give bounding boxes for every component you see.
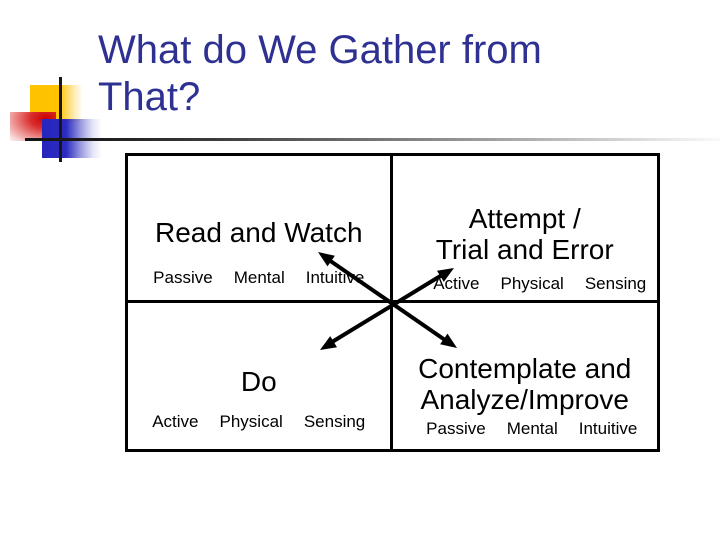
quadrant-header-line: Read and Watch bbox=[154, 217, 363, 248]
quadrant-table: Read and Watch Passive Mental Intuitive … bbox=[125, 153, 660, 452]
quadrant-header-line: Attempt / bbox=[468, 203, 581, 234]
quadrant-header-line: Trial and Error bbox=[435, 234, 614, 265]
slide-title-line-2: That? bbox=[98, 75, 201, 119]
quadrant-attempt-trial-and-error: Attempt / Trial and Error Active Physica… bbox=[392, 156, 658, 303]
quadrant-header-line: Do bbox=[240, 365, 277, 397]
label-word: Intuitive bbox=[305, 268, 365, 287]
label-word: Physical bbox=[219, 411, 283, 431]
quadrant-read-and-watch: Read and Watch Passive Mental Intuitive bbox=[128, 156, 393, 303]
quadrant-header: Attempt / Trial and Error bbox=[393, 203, 658, 265]
label-word: Physical bbox=[500, 274, 564, 293]
label-word: Mental bbox=[233, 268, 285, 287]
quadrant-header: Do bbox=[128, 366, 390, 397]
label-word: Passive bbox=[153, 268, 213, 287]
label-word: Sensing bbox=[303, 411, 366, 431]
slide-title: What do We Gather from That? bbox=[98, 27, 542, 121]
quadrant-header-line: Contemplate and bbox=[418, 352, 632, 384]
quadrant-do: Do Active Physical Sensing bbox=[128, 302, 393, 449]
quadrant-labels: Passive Mental Intuitive bbox=[128, 268, 390, 288]
slide-title-line-1: What do We Gather from bbox=[98, 28, 542, 72]
quadrant-labels: Passive Mental Intuitive bbox=[393, 419, 658, 439]
label-word: Intuitive bbox=[578, 418, 638, 438]
title-underline-rule bbox=[25, 138, 720, 141]
quadrant-labels: Active Physical Sensing bbox=[128, 412, 390, 432]
accent-vertical-line bbox=[59, 77, 62, 162]
quadrant-contemplate-analyze-improve: Contemplate and Analyze/Improve Passive … bbox=[393, 303, 658, 450]
label-word: Mental bbox=[506, 418, 558, 438]
quadrant-header: Contemplate and Analyze/Improve bbox=[393, 353, 658, 415]
quadrant-labels: Active Physical Sensing bbox=[393, 274, 658, 294]
quadrant-header: Read and Watch bbox=[128, 217, 390, 248]
label-word: Active bbox=[433, 274, 480, 293]
label-word: Passive bbox=[426, 418, 486, 438]
label-word: Active bbox=[152, 411, 199, 431]
quadrant-header-line: Analyze/Improve bbox=[420, 383, 630, 415]
label-word: Sensing bbox=[584, 274, 647, 293]
